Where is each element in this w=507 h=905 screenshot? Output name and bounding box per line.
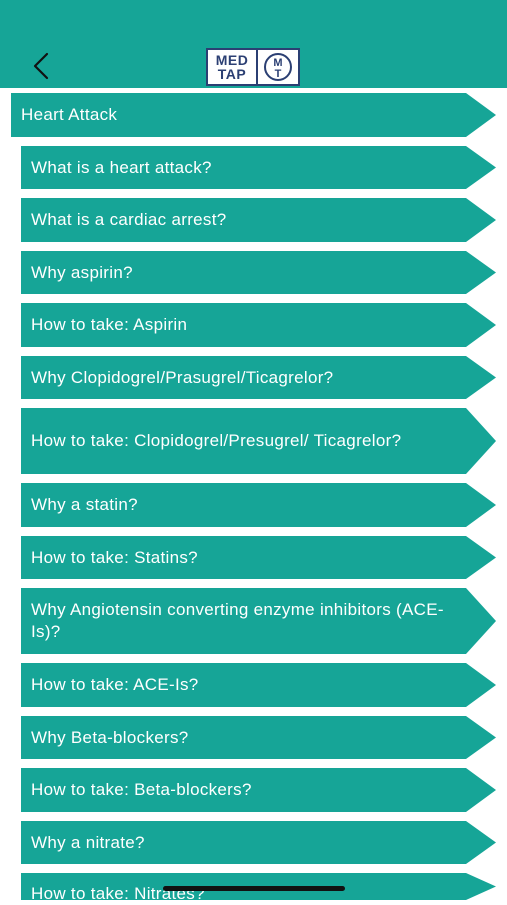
back-button[interactable] bbox=[22, 46, 62, 86]
list-item-label: How to take: Statins? bbox=[31, 547, 198, 567]
list-item-label: Why aspirin? bbox=[31, 262, 133, 282]
list-item[interactable]: What is a heart attack? bbox=[21, 146, 496, 189]
home-indicator bbox=[163, 886, 345, 891]
list-item[interactable]: Why Clopidogrel/Prasugrel/Ticagrelor? bbox=[21, 356, 496, 399]
app-header: MED TAP M T bbox=[0, 0, 507, 88]
list-item-label: Why a statin? bbox=[31, 495, 138, 514]
chevron-left-icon bbox=[33, 52, 49, 80]
list-item[interactable]: Why a statin? bbox=[21, 483, 496, 527]
list-item-label: How to take: Beta-blockers? bbox=[31, 780, 252, 799]
svg-text:T: T bbox=[275, 68, 282, 80]
logo-text-bottom: TAP bbox=[217, 66, 247, 82]
list-item[interactable]: What is a cardiac arrest? bbox=[21, 198, 496, 242]
list-item[interactable]: How to take: Aspirin bbox=[21, 303, 496, 347]
list-item[interactable]: How to take: Statins? bbox=[21, 536, 496, 579]
list-item-label: What is a cardiac arrest? bbox=[31, 210, 227, 229]
logo-wordmark: MED TAP bbox=[208, 50, 258, 84]
logo-mark-icon: M T bbox=[258, 50, 298, 84]
list-item-label: Why Clopidogrel/Prasugrel/Ticagrelor? bbox=[31, 367, 334, 387]
list-item-label: Why Beta-blockers? bbox=[31, 727, 189, 747]
list-item[interactable]: How to take: Beta-blockers? bbox=[21, 768, 496, 812]
list-item[interactable]: Why aspirin? bbox=[21, 251, 496, 294]
logo-text-top: MED bbox=[215, 52, 249, 68]
section-header-heart-attack[interactable]: Heart Attack bbox=[11, 93, 496, 137]
list-item-label: Why a nitrate? bbox=[31, 832, 145, 852]
list-item-label: How to take: Nitrates? bbox=[31, 884, 205, 903]
list-item-label: How to take: ACE-Is? bbox=[31, 675, 199, 694]
list-item[interactable]: How to take: ACE-Is? bbox=[21, 663, 496, 707]
svg-text:M: M bbox=[273, 57, 282, 69]
list-item[interactable]: How to take: Clopidogrel/Presugrel/ Tica… bbox=[21, 408, 496, 474]
list-item[interactable]: Why Angiotensin converting enzyme inhibi… bbox=[21, 588, 496, 654]
list-item[interactable]: Why Beta-blockers? bbox=[21, 716, 496, 759]
list-item-label: Why Angiotensin converting enzyme inhibi… bbox=[31, 600, 444, 641]
list-item-label: What is a heart attack? bbox=[31, 157, 212, 177]
medtap-logo: MED TAP M T bbox=[206, 48, 300, 86]
list-item-label: How to take: Clopidogrel/Presugrel/ Tica… bbox=[31, 431, 402, 450]
section-title: Heart Attack bbox=[21, 105, 118, 124]
list-item[interactable]: Why a nitrate? bbox=[21, 821, 496, 864]
list-item-label: How to take: Aspirin bbox=[31, 315, 188, 334]
